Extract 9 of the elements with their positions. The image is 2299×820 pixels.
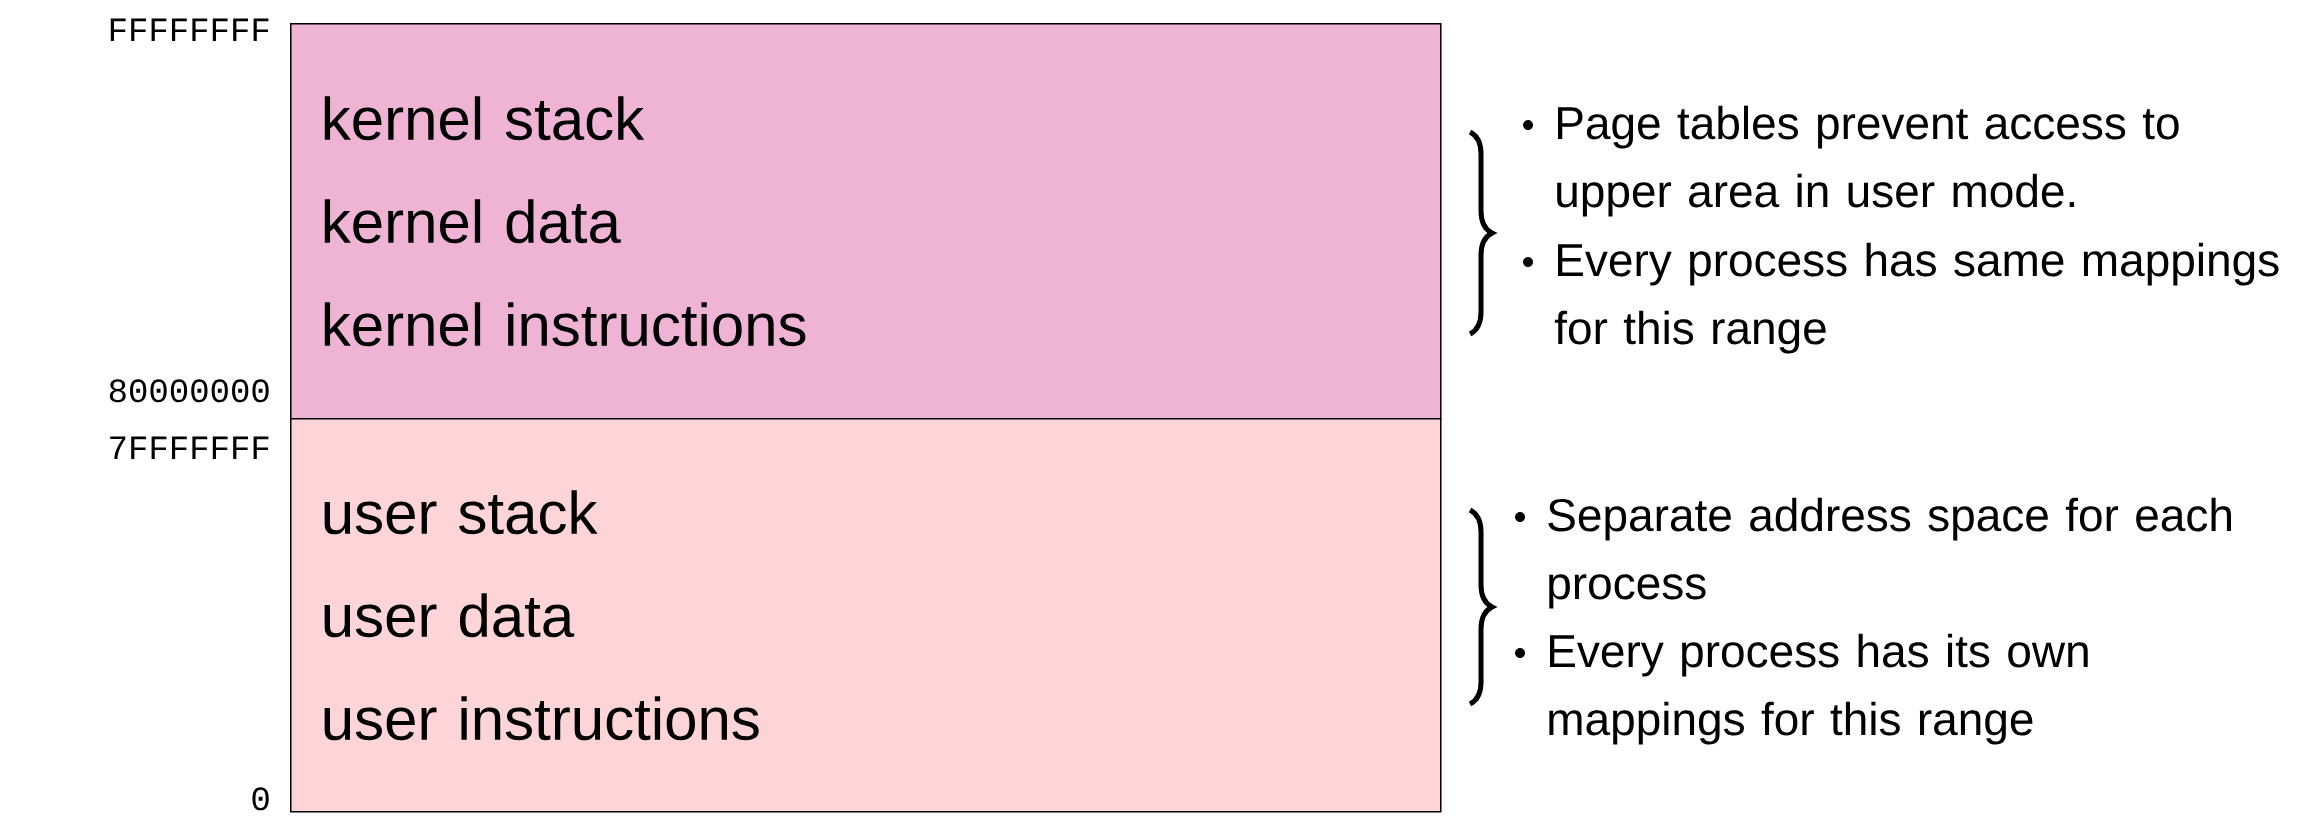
memory-region: kernel stack kernel data kernel instructions [290, 23, 1442, 420]
address-label: FFFFFFFF [110, 18, 269, 41]
address-label: 80000000 [109, 379, 269, 403]
bullet-item: Every process has same mappings for this range [1523, 242, 2279, 354]
bullet-item: Every process has its own mappings for this range [1515, 633, 2088, 745]
address-label: 7FFFFFFF [110, 436, 269, 459]
bullet-item: Page tables prevent access to upper area in user mode. [1523, 105, 2179, 217]
memory-region: user stack user data user instructions [290, 418, 1442, 813]
bullet-item: Separate address space for each process [1515, 497, 2231, 609]
